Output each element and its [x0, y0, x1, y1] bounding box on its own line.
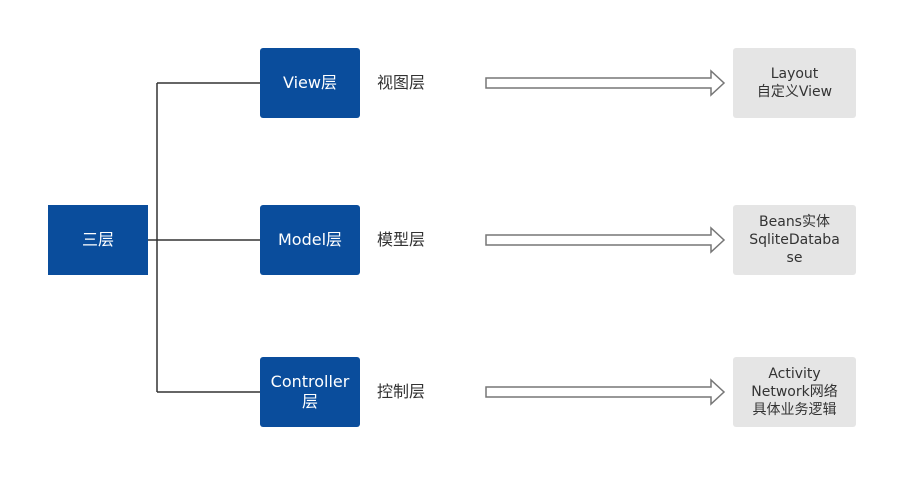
view-layer-title: View层	[283, 73, 337, 92]
model-detail-line-3: se	[786, 250, 803, 266]
model-layer-node: Model层	[260, 205, 360, 275]
model-detail-box: Beans实体 SqliteDataba se	[733, 205, 856, 275]
controller-layer-label: 控制层	[377, 382, 426, 401]
arrow-controller	[485, 378, 726, 406]
view-detail-line-1: Layout	[770, 66, 819, 82]
view-detail-line-2: 自定义View	[756, 84, 833, 100]
controller-layer-title-line-1: Controller	[270, 372, 350, 391]
model-layer-label: 模型层	[377, 230, 426, 249]
arrow-view	[485, 69, 726, 97]
model-layer-title: Model层	[277, 230, 343, 249]
arrow-model	[485, 226, 726, 254]
view-layer-node: View层	[260, 48, 360, 118]
root-node-label: 三层	[81, 230, 114, 249]
controller-detail-line-2: Network网络	[751, 384, 838, 400]
view-detail-box: Layout 自定义View	[733, 48, 856, 118]
controller-detail-line-1: Activity	[768, 366, 821, 382]
root-node: 三层	[48, 205, 148, 275]
controller-layer-node: Controller 层	[260, 357, 360, 427]
view-layer-label: 视图层	[377, 73, 426, 92]
controller-detail-line-3: 具体业务逻辑	[752, 402, 837, 418]
controller-detail-box: Activity Network网络 具体业务逻辑	[733, 357, 856, 427]
model-detail-line-2: SqliteDataba	[749, 232, 840, 248]
model-detail-line-1: Beans实体	[759, 214, 830, 230]
controller-layer-title-line-2: 层	[301, 392, 318, 411]
